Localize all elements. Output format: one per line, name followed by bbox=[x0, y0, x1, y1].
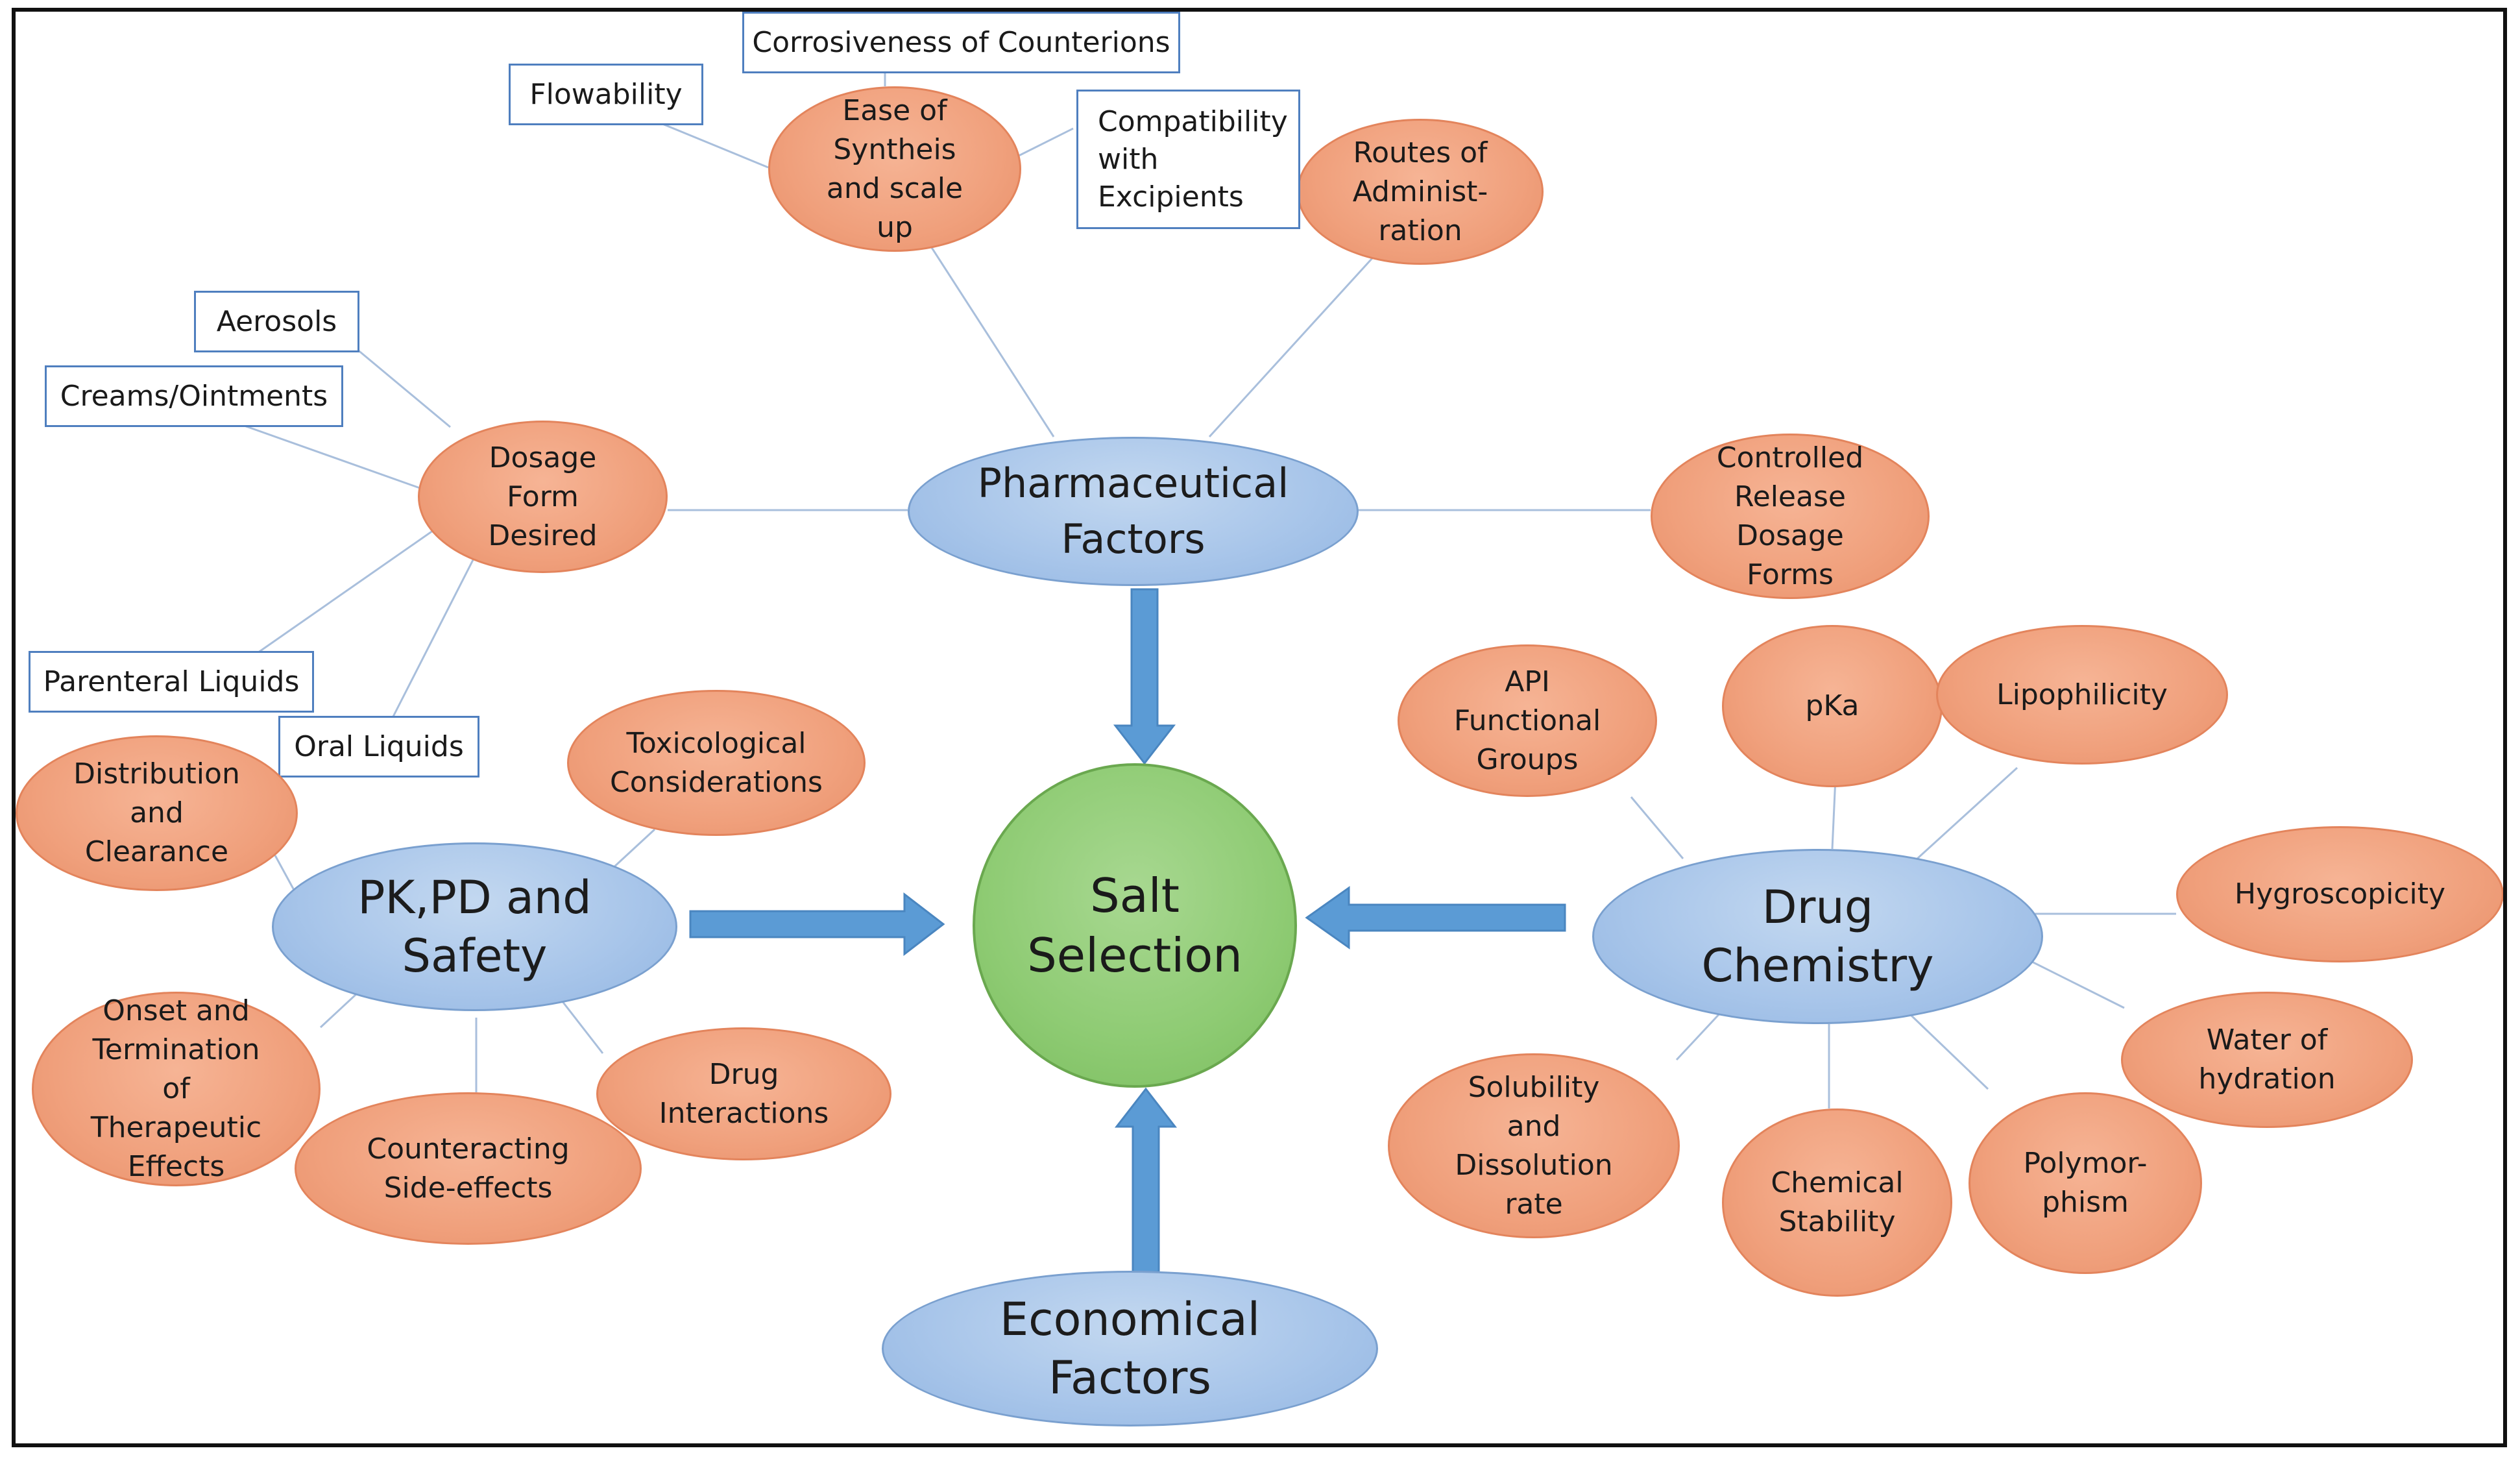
solubility-label: Solubility and Dissolution rate bbox=[1455, 1070, 1613, 1221]
distribution-node: Distribution and Clearance bbox=[16, 735, 298, 891]
controlled-release-label: Controlled Release Dosage Forms bbox=[1716, 441, 1864, 591]
connector-pk-toxicological bbox=[611, 828, 656, 870]
arrow-pk-to-center bbox=[689, 892, 945, 957]
parenteral-label: Parenteral Liquids bbox=[43, 665, 300, 698]
hygroscopicity-node: Hygroscopicity bbox=[2176, 826, 2503, 962]
lipophilicity-node: Lipophilicity bbox=[1936, 625, 2228, 765]
drug-interactions-label: Drug Interactions bbox=[659, 1057, 829, 1130]
connector-pk-distribution bbox=[274, 855, 296, 892]
water-of-hydration-label: Water of hydration bbox=[2198, 1023, 2336, 1096]
pk-pd-safety-label: PK,PD and Safety bbox=[357, 871, 592, 983]
routes-of-administration-node: Routes of Administ- ration bbox=[1297, 119, 1544, 265]
ease-of-synthesis-label: Ease of Syntheis and scale up bbox=[826, 93, 963, 244]
api-functional-groups-node: API Functional Groups bbox=[1398, 644, 1657, 797]
aerosols-box: Aerosols bbox=[194, 291, 359, 352]
pharmaceutical-factors-label: Pharmaceutical Factors bbox=[977, 459, 1289, 563]
dosage-form-desired-label: Dosage Form Desired bbox=[488, 441, 598, 552]
economical-factors-hub: Economical Factors bbox=[882, 1271, 1378, 1426]
connector-dosage-creams bbox=[229, 419, 431, 493]
arrow-chem-to-center bbox=[1305, 886, 1566, 949]
controlled-release-node: Controlled Release Dosage Forms bbox=[1651, 434, 1930, 599]
drug-chemistry-hub: Drug Chemistry bbox=[1592, 849, 2043, 1024]
dosage-form-desired-node: Dosage Form Desired bbox=[418, 421, 668, 573]
pharmaceutical-factors-hub: Pharmaceutical Factors bbox=[908, 437, 1359, 586]
connector-pharma-synthesis bbox=[923, 235, 1055, 437]
connector-chem-water bbox=[2020, 955, 2125, 1009]
lipophilicity-label: Lipophilicity bbox=[1996, 678, 2168, 711]
arrow-economical-to-center bbox=[1114, 1087, 1178, 1273]
distribution-label: Distribution and Clearance bbox=[73, 757, 240, 868]
onset-node: Onset and Termination of Therapeutic Eff… bbox=[32, 992, 321, 1186]
counteracting-node: Counteracting Side-effects bbox=[295, 1092, 642, 1245]
polymorphism-node: Polymor- phism bbox=[1969, 1092, 2202, 1274]
oral-liquids-box: Oral Liquids bbox=[278, 716, 479, 777]
salt-selection-label: Salt Selection bbox=[1027, 868, 1242, 983]
ease-of-synthesis-node: Ease of Syntheis and scale up bbox=[768, 86, 1021, 252]
connector-synthesis-flowability bbox=[657, 121, 769, 169]
salt-selection-node: Salt Selection bbox=[973, 763, 1297, 1088]
drug-chemistry-label: Drug Chemistry bbox=[1701, 881, 1934, 992]
pka-label: pKa bbox=[1805, 689, 1860, 722]
compatibility-label: Compatibility with Excipients bbox=[1098, 104, 1288, 214]
connector-dosage-parenteral bbox=[255, 526, 438, 655]
economical-factors-label: Economical Factors bbox=[999, 1293, 1261, 1404]
creams-box: Creams/Ointments bbox=[45, 365, 343, 427]
aerosols-label: Aerosols bbox=[216, 304, 337, 338]
connector-pharma-routes bbox=[1208, 251, 1379, 438]
onset-label: Onset and Termination of Therapeutic Eff… bbox=[90, 994, 262, 1183]
creams-label: Creams/Ointments bbox=[60, 379, 328, 413]
chemical-stability-label: Chemical Stability bbox=[1771, 1166, 1904, 1238]
solubility-node: Solubility and Dissolution rate bbox=[1388, 1053, 1680, 1238]
oral-liquids-label: Oral Liquids bbox=[294, 729, 464, 763]
corrosiveness-box: Corrosiveness of Counterions bbox=[742, 12, 1180, 73]
connector-chem-solubility bbox=[1675, 1010, 1723, 1061]
polymorphism-label: Polymor- phism bbox=[2023, 1147, 2148, 1219]
routes-of-administration-label: Routes of Administ- ration bbox=[1352, 136, 1488, 247]
drug-interactions-node: Drug Interactions bbox=[596, 1027, 891, 1160]
toxicological-label: Toxicological Considerations bbox=[610, 726, 823, 799]
connector-chem-polymorphism bbox=[1909, 1013, 1989, 1090]
api-functional-groups-label: API Functional Groups bbox=[1453, 665, 1601, 776]
water-of-hydration-node: Water of hydration bbox=[2121, 992, 2413, 1128]
pk-pd-safety-hub: PK,PD and Safety bbox=[272, 842, 677, 1011]
flowability-label: Flowability bbox=[529, 77, 683, 111]
connector-dosage-aerosols bbox=[352, 345, 451, 428]
connector-chem-api bbox=[1630, 796, 1684, 859]
counteracting-label: Counteracting Side-effects bbox=[367, 1132, 570, 1205]
corrosiveness-label: Corrosiveness of Counterions bbox=[752, 25, 1170, 59]
compatibility-box: Compatibility with Excipients bbox=[1076, 90, 1300, 229]
connector-chem-pka bbox=[1831, 777, 1837, 850]
toxicological-node: Toxicological Considerations bbox=[567, 690, 866, 836]
parenteral-box: Parenteral Liquids bbox=[29, 651, 314, 713]
arrow-pharma-to-center bbox=[1113, 588, 1176, 765]
connector-pk-interactions bbox=[556, 994, 604, 1054]
connector-chem-lipophilicity bbox=[1909, 766, 2018, 866]
hygroscopicity-label: Hygroscopicity bbox=[2235, 877, 2445, 911]
pka-node: pKa bbox=[1722, 625, 1943, 787]
connector-dosage-oral bbox=[391, 553, 478, 720]
diagram-frame: Salt Selection Pharmaceutical Factors PK… bbox=[12, 8, 2507, 1447]
flowability-box: Flowability bbox=[509, 64, 703, 125]
chemical-stability-node: Chemical Stability bbox=[1722, 1108, 1952, 1297]
